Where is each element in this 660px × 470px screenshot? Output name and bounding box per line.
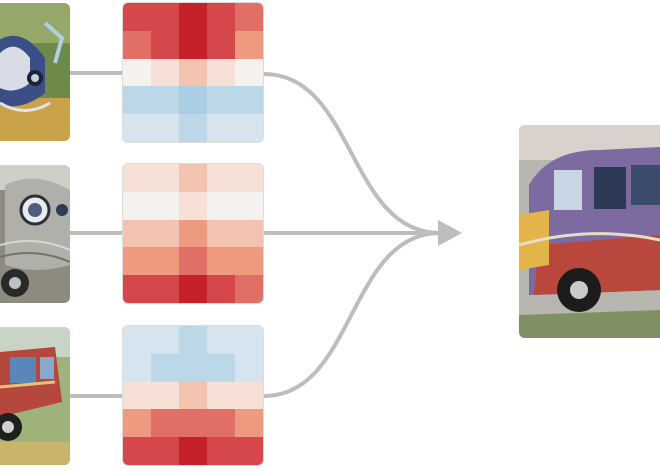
heatmap-cell bbox=[179, 381, 207, 410]
output-image bbox=[519, 125, 660, 338]
heatmap-cell bbox=[207, 381, 235, 410]
heatmap-cell bbox=[179, 86, 207, 115]
heatmap-cell bbox=[179, 275, 207, 303]
heatmap-cell bbox=[179, 409, 207, 438]
heatmap-cell bbox=[151, 58, 179, 87]
heatmap-cell bbox=[151, 353, 179, 382]
heatmap-cell bbox=[123, 275, 151, 303]
heatmap-cell bbox=[123, 58, 151, 87]
heatmap-cell bbox=[151, 164, 179, 192]
heatmap-cell bbox=[179, 326, 207, 354]
input-image-3 bbox=[0, 327, 70, 465]
heatmap-cell bbox=[179, 3, 207, 31]
heatmap-cell bbox=[123, 409, 151, 438]
heatmap-cell bbox=[123, 247, 151, 276]
heatmap-cell bbox=[179, 437, 207, 465]
heatmap-cell bbox=[123, 381, 151, 410]
attribution-heatmap-3 bbox=[122, 325, 264, 466]
heatmap-cell bbox=[151, 3, 179, 31]
heatmap-cell bbox=[235, 275, 263, 303]
heatmap-cell bbox=[123, 3, 151, 31]
heatmap-cell bbox=[179, 353, 207, 382]
heatmap-cell bbox=[235, 86, 263, 115]
heatmap-cell bbox=[123, 86, 151, 115]
heatmap-cell bbox=[179, 58, 207, 87]
heatmap-cell bbox=[123, 353, 151, 382]
heatmap-cell bbox=[123, 30, 151, 59]
heatmap-cell bbox=[179, 114, 207, 142]
heatmap-cell bbox=[207, 114, 235, 142]
heatmap-cell bbox=[207, 247, 235, 276]
heatmap-cell bbox=[235, 58, 263, 87]
heatmap-cell bbox=[179, 219, 207, 248]
heatmap-cell bbox=[123, 219, 151, 248]
heatmap-cell bbox=[235, 114, 263, 142]
heatmap-cell bbox=[151, 437, 179, 465]
heatmap-cell bbox=[235, 219, 263, 248]
heatmap-cell bbox=[179, 164, 207, 192]
heatmap-cell bbox=[179, 191, 207, 220]
merge-curve-bottom bbox=[262, 231, 442, 398]
heatmap-cell bbox=[235, 247, 263, 276]
heatmap-cell bbox=[123, 437, 151, 465]
heatmap-cell bbox=[235, 191, 263, 220]
heatmap-cell bbox=[235, 437, 263, 465]
heatmap-cell bbox=[151, 275, 179, 303]
heatmap-cell bbox=[179, 247, 207, 276]
arrow-head-icon bbox=[438, 220, 462, 246]
heatmap-cell bbox=[151, 30, 179, 59]
car-feature-visualization-icon bbox=[0, 3, 70, 141]
heatmap-cell bbox=[235, 409, 263, 438]
heatmap-cell bbox=[235, 3, 263, 31]
heatmap-cell bbox=[235, 353, 263, 382]
heatmap-cell bbox=[207, 409, 235, 438]
heatmap-cell bbox=[151, 219, 179, 248]
heatmap-cell bbox=[179, 30, 207, 59]
wheel-feature-visualization-icon bbox=[0, 165, 70, 303]
window-feature-visualization-icon bbox=[0, 327, 70, 465]
heatmap-cell bbox=[207, 86, 235, 115]
heatmap-cell bbox=[123, 191, 151, 220]
heatmap-cell bbox=[207, 437, 235, 465]
heatmap-cell bbox=[207, 353, 235, 382]
merge-curve-top bbox=[262, 72, 442, 235]
heatmap-cell bbox=[151, 114, 179, 142]
input-image-1 bbox=[0, 3, 70, 141]
combined-vehicle-visualization-icon bbox=[519, 125, 660, 338]
heatmap-cell bbox=[235, 326, 263, 354]
heatmap-cell bbox=[123, 114, 151, 142]
heatmap-cell bbox=[207, 30, 235, 59]
heatmap-cell bbox=[207, 3, 235, 31]
heatmap-cell bbox=[123, 326, 151, 354]
heatmap-cell bbox=[207, 191, 235, 220]
heatmap-cell bbox=[207, 58, 235, 87]
heatmap-cell bbox=[207, 326, 235, 354]
heatmap-cell bbox=[235, 381, 263, 410]
attribution-heatmap-1 bbox=[122, 2, 264, 143]
heatmap-cell bbox=[207, 164, 235, 192]
heatmap-cell bbox=[151, 86, 179, 115]
heatmap-cell bbox=[151, 326, 179, 354]
heatmap-cell bbox=[235, 30, 263, 59]
heatmap-cell bbox=[123, 164, 151, 192]
heatmap-cell bbox=[151, 381, 179, 410]
input-image-2 bbox=[0, 165, 70, 303]
heatmap-cell bbox=[207, 275, 235, 303]
heatmap-cell bbox=[151, 409, 179, 438]
heatmap-cell bbox=[207, 219, 235, 248]
heatmap-cell bbox=[235, 164, 263, 192]
heatmap-cell bbox=[151, 191, 179, 220]
heatmap-cell bbox=[151, 247, 179, 276]
attribution-heatmap-2 bbox=[122, 163, 264, 304]
